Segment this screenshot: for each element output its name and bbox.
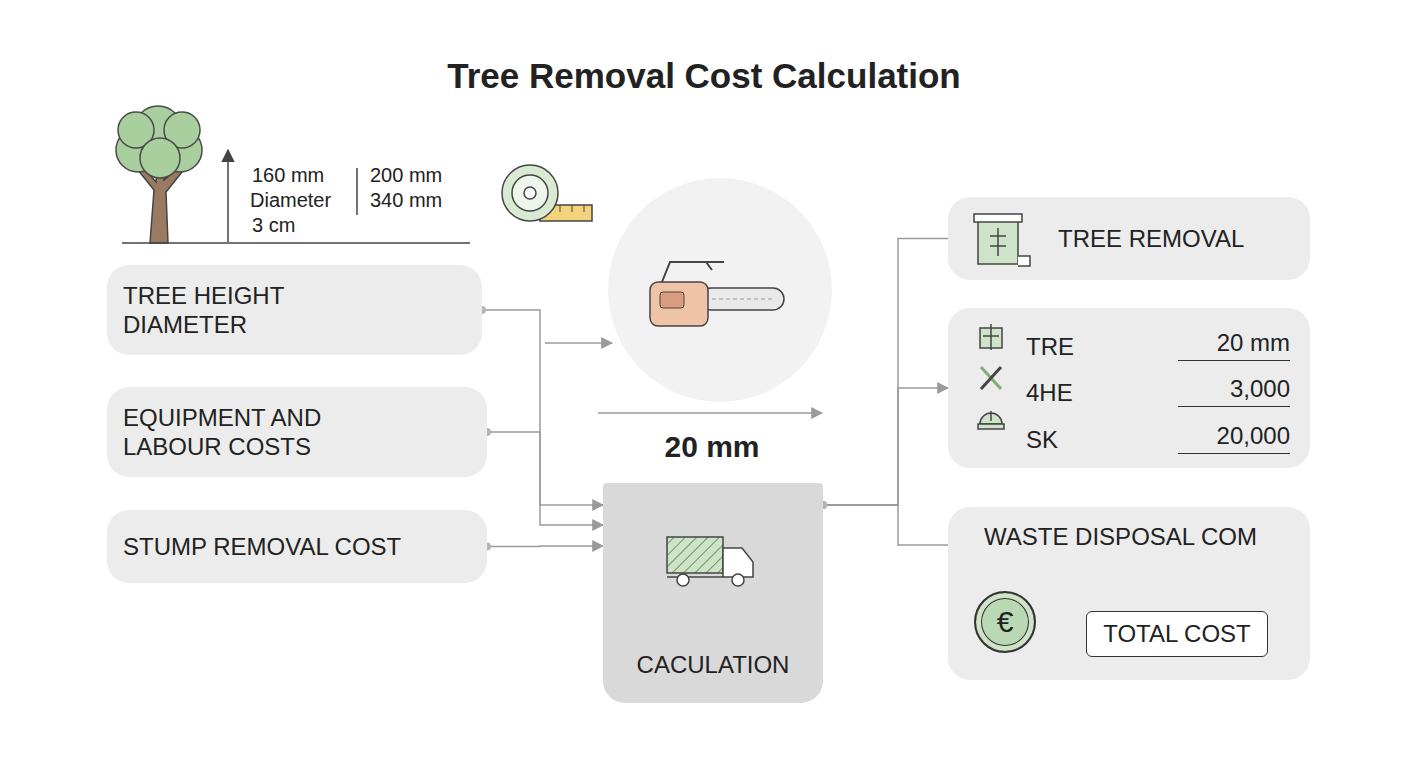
- total-box: TOTAL COST: [1086, 611, 1268, 657]
- flow-arrow: [545, 342, 612, 344]
- dimension-label: 3 cm: [252, 214, 295, 237]
- box-label: CACULATION: [637, 651, 790, 679]
- row-icon: [978, 411, 1004, 429]
- connector: [823, 239, 948, 506]
- output-box: TREE REMOVAL: [948, 197, 1310, 280]
- output-box: WASTE DISPOSAL COM € TOTAL COST: [948, 507, 1310, 680]
- connector: [487, 545, 603, 547]
- connector: [823, 388, 948, 505]
- connector: [482, 310, 603, 505]
- document-icon: [974, 214, 1030, 266]
- row-value: 20,000: [1178, 422, 1290, 454]
- height-arrow: [227, 150, 229, 242]
- row-value: 3,000: [1178, 375, 1290, 407]
- input-box: TREE HEIGHT DIAMETER: [107, 265, 482, 355]
- row-label: 4HE: [1026, 379, 1158, 407]
- divider-line: [356, 168, 358, 215]
- cost-table-box: TRE 20 mm 4HE 3,000SK 20,000: [948, 308, 1310, 468]
- tape-measure-icon: [502, 165, 592, 221]
- value-label: 20 mm: [664, 430, 759, 464]
- dimension-label: 340 mm: [370, 189, 442, 212]
- row-icon: [981, 367, 1001, 389]
- ground-line: [122, 242, 470, 244]
- row-value: 20 mm: [1178, 329, 1290, 361]
- row-label: SK: [1026, 426, 1158, 454]
- row-label: TRE: [1026, 333, 1158, 361]
- row-icon: [980, 324, 1002, 350]
- tree-illustration: [116, 106, 202, 243]
- input-box: STUMP REMOVAL COST: [107, 510, 487, 583]
- box-label: EQUIPMENT AND LABOUR COSTS: [123, 403, 383, 462]
- box-label: TREE REMOVAL: [1058, 224, 1244, 253]
- box-label: TREE HEIGHT DIAMETER: [123, 281, 353, 340]
- box-label: TOTAL COST: [1103, 620, 1251, 648]
- truck-icon: [667, 537, 753, 586]
- connector: [487, 432, 603, 525]
- background-blob: [608, 178, 832, 402]
- euro-coin: €: [974, 591, 1036, 653]
- input-box: EQUIPMENT AND LABOUR COSTS: [107, 387, 487, 477]
- dimension-label: 160 mm: [252, 164, 324, 187]
- chainsaw-icon: [650, 262, 784, 326]
- dimension-label: Diameter: [250, 189, 331, 212]
- box-label: €: [997, 605, 1014, 639]
- box-label: STUMP REMOVAL COST: [123, 532, 401, 561]
- box-label: WASTE DISPOSAL COM: [984, 523, 1280, 551]
- flow-arrow: [598, 412, 822, 414]
- dimension-label: 200 mm: [370, 164, 442, 187]
- connector: [823, 505, 948, 545]
- calculation-box: CACULATION: [603, 483, 823, 703]
- diagram-title: Tree Removal Cost Calculation: [0, 56, 1408, 96]
